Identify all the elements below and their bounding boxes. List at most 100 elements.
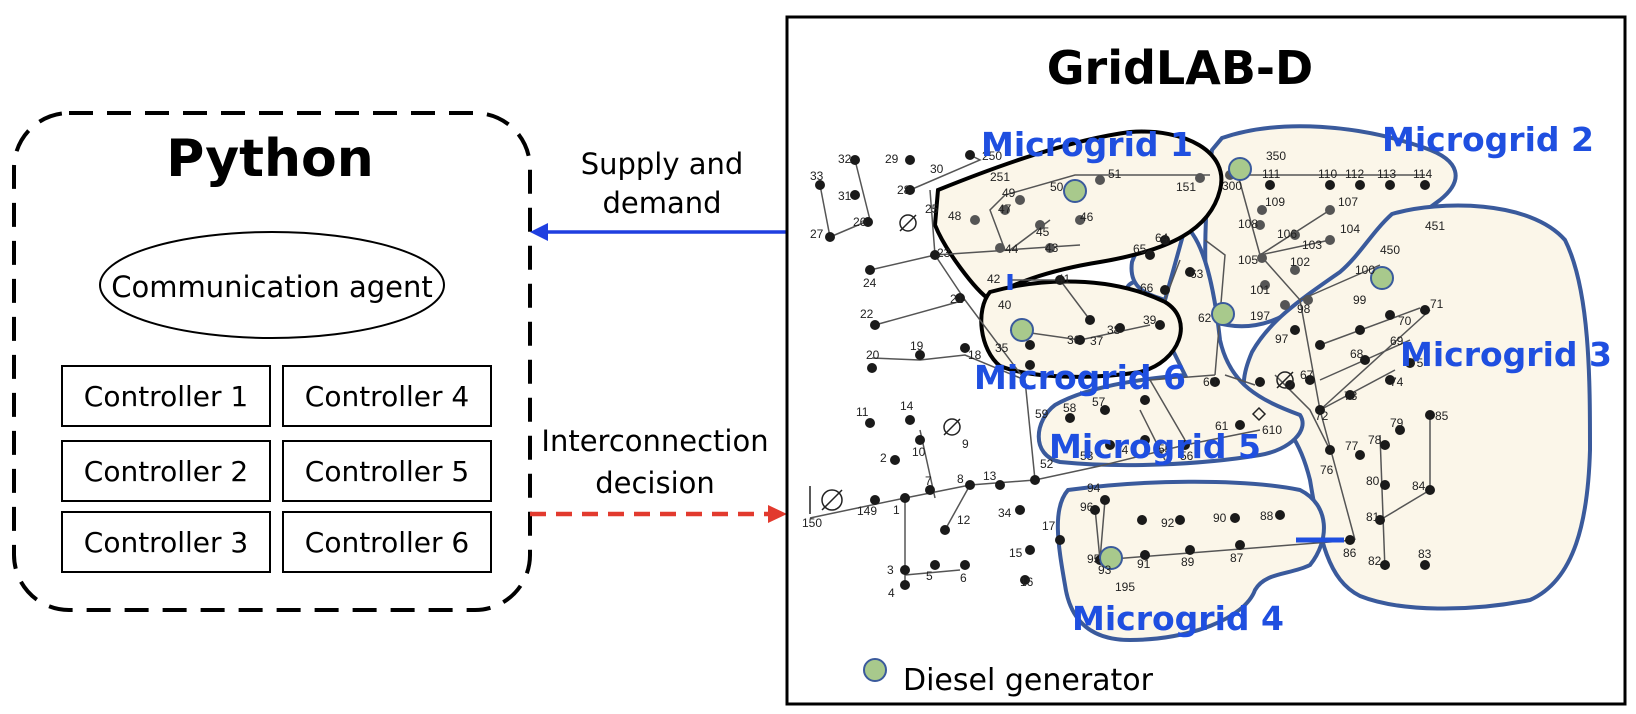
controller-2-box	[61, 440, 271, 502]
svg-text:451: 451	[1425, 219, 1445, 233]
svg-text:350: 350	[1266, 149, 1286, 163]
svg-text:250: 250	[982, 149, 1002, 163]
microgrid-4-region	[1055, 479, 1326, 643]
svg-text:197: 197	[1250, 309, 1270, 323]
svg-text:67: 67	[1300, 368, 1314, 382]
svg-text:11: 11	[856, 405, 869, 419]
python-title: Python	[166, 129, 374, 189]
svg-text:57: 57	[1092, 395, 1106, 409]
svg-text:77: 77	[1345, 439, 1359, 453]
svg-text:195: 195	[1115, 580, 1135, 594]
svg-text:23: 23	[937, 246, 951, 260]
generator-icon	[1228, 157, 1252, 181]
svg-text:12: 12	[957, 513, 971, 527]
svg-text:73: 73	[1344, 389, 1358, 403]
interconnection-label-line2: decision	[595, 466, 715, 500]
gridlabd-title: GridLAB-D	[1047, 41, 1313, 95]
svg-text:66: 66	[1140, 281, 1154, 295]
svg-text:8: 8	[957, 472, 964, 486]
generator-icon	[1010, 318, 1034, 342]
svg-text:62: 62	[1198, 311, 1212, 325]
generator-icon	[1211, 302, 1235, 326]
svg-text:300: 300	[1222, 179, 1242, 193]
svg-text:26: 26	[853, 215, 867, 229]
svg-text:17: 17	[1042, 519, 1056, 533]
controller-3-label: Controller 3	[84, 526, 248, 559]
svg-text:83: 83	[1418, 547, 1432, 561]
svg-text:74: 74	[1390, 375, 1404, 389]
svg-text:92: 92	[1161, 516, 1175, 530]
svg-text:113: 113	[1377, 167, 1396, 181]
svg-text:25: 25	[925, 202, 939, 216]
controller-4-label: Controller 4	[305, 380, 469, 413]
communication-agent	[99, 231, 445, 339]
svg-text:36: 36	[1067, 333, 1081, 347]
svg-text:34: 34	[998, 506, 1012, 520]
svg-text:88: 88	[1260, 509, 1274, 523]
svg-text:37: 37	[1090, 334, 1104, 348]
regulator-icon	[821, 489, 843, 511]
svg-text:13: 13	[983, 469, 997, 483]
svg-text:75: 75	[1410, 356, 1424, 370]
svg-text:7: 7	[925, 474, 932, 488]
svg-text:151: 151	[1176, 180, 1196, 194]
node-labels: 32 29 30 250 251 33 31 28 25 26 27 24 23…	[802, 149, 1449, 600]
svg-text:56: 56	[1180, 449, 1194, 463]
controller-2-label: Controller 2	[84, 455, 248, 488]
svg-text:1: 1	[893, 503, 900, 517]
interconnection-arrowhead-icon	[768, 505, 787, 523]
svg-text:50: 50	[1050, 180, 1064, 194]
svg-text:6: 6	[960, 571, 967, 585]
svg-text:97: 97	[1275, 332, 1289, 346]
generator-icon	[1063, 179, 1087, 203]
regulator-icon	[943, 418, 961, 436]
supply-demand-arrowhead-icon	[530, 223, 548, 241]
legend-label: Diesel generator	[903, 663, 1154, 698]
svg-text:52: 52	[1040, 457, 1054, 471]
svg-text:82: 82	[1368, 554, 1382, 568]
svg-text:29: 29	[885, 152, 899, 166]
microgrid-3-region	[1241, 203, 1593, 611]
svg-text:63: 63	[1190, 267, 1204, 281]
svg-text:102: 102	[1290, 255, 1310, 269]
svg-text:84: 84	[1412, 479, 1426, 493]
svg-text:112: 112	[1345, 167, 1364, 181]
svg-text:79: 79	[1390, 416, 1404, 430]
svg-text:86: 86	[1343, 546, 1357, 560]
svg-text:111: 111	[1262, 167, 1281, 181]
svg-text:150: 150	[802, 516, 822, 530]
svg-text:98: 98	[1297, 302, 1311, 316]
svg-text:99: 99	[1353, 293, 1367, 307]
svg-text:68: 68	[1350, 347, 1364, 361]
svg-text:48: 48	[948, 209, 962, 223]
svg-text:80: 80	[1366, 474, 1380, 488]
microgrid-regions	[932, 124, 1593, 643]
svg-text:47: 47	[998, 202, 1012, 216]
svg-text:32: 32	[838, 152, 852, 166]
microgrid-4-label: Microgrid 4	[1072, 599, 1284, 638]
microgrid-6-region	[979, 279, 1183, 379]
controller-1-label: Controller 1	[84, 380, 248, 413]
svg-text:105: 105	[1238, 253, 1258, 267]
svg-text:114: 114	[1413, 167, 1432, 181]
controller-4-box	[282, 365, 492, 427]
microgrid-6-label: Microgrid 6	[974, 358, 1186, 397]
svg-text:18: 18	[968, 348, 982, 362]
regulator-icon	[899, 214, 917, 232]
svg-text:109: 109	[1265, 195, 1285, 209]
svg-text:35: 35	[995, 341, 1009, 355]
svg-text:38: 38	[1107, 323, 1121, 337]
svg-text:81: 81	[1366, 510, 1380, 524]
svg-text:100: 100	[1355, 263, 1375, 277]
svg-text:91: 91	[1137, 557, 1151, 571]
microgrid-5-label: Microgrid 5	[1049, 427, 1261, 466]
supply-demand-label-line2: demand	[602, 186, 721, 220]
svg-text:22: 22	[860, 307, 874, 321]
svg-text:76: 76	[1320, 463, 1334, 477]
communication-agent-label: Communication agent	[111, 270, 433, 304]
svg-text:110: 110	[1318, 167, 1337, 181]
svg-text:450: 450	[1380, 243, 1400, 257]
svg-text:85: 85	[1435, 409, 1449, 423]
svg-text:24: 24	[863, 276, 877, 290]
